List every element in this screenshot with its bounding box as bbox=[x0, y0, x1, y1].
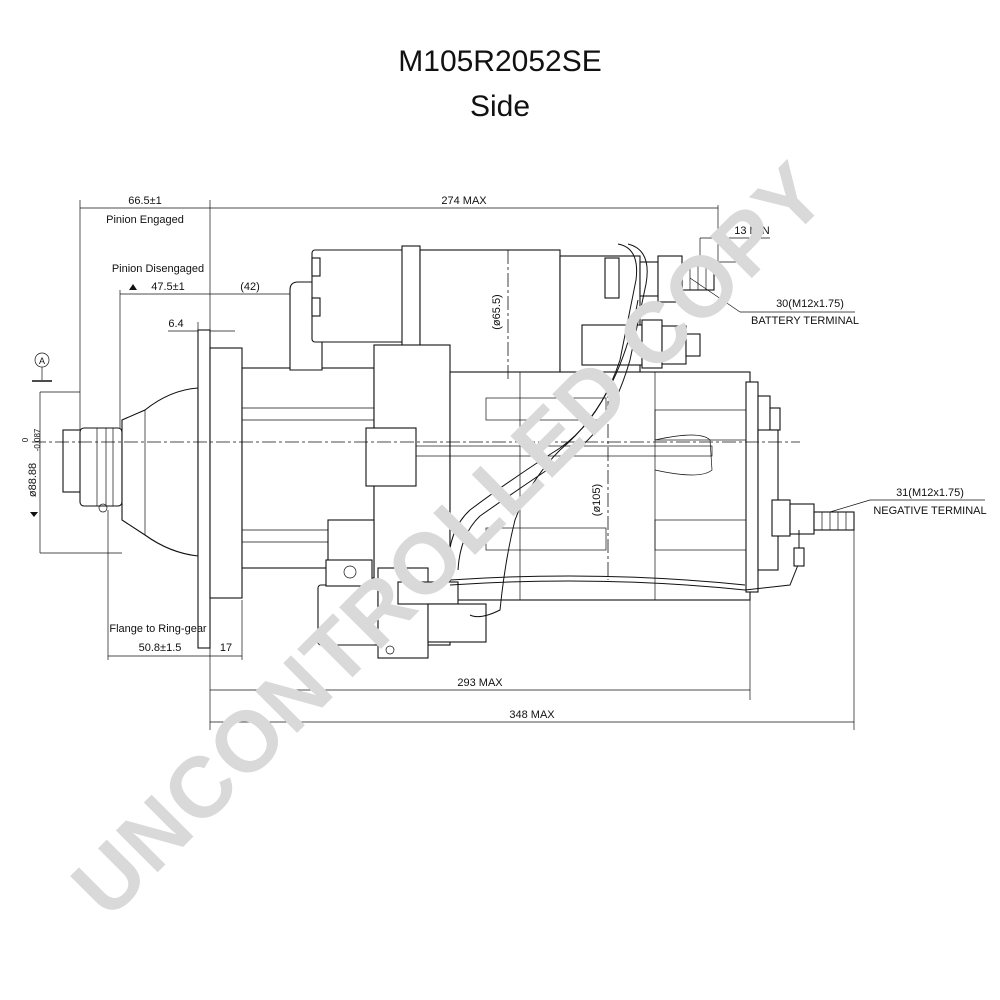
drawing-title: M105R2052SE bbox=[398, 45, 602, 78]
dim-pinion-engaged: 66.5±1 bbox=[128, 195, 162, 207]
negative-terminal-stud bbox=[813, 511, 855, 531]
dimension-annotations: 66.5±1 Pinion Engaged 274 MAX 13 MIN 30(… bbox=[21, 195, 987, 730]
dim-pilot-diameter: ø88.88 bbox=[27, 463, 39, 497]
flange-hub bbox=[209, 347, 243, 599]
dim-13-min: 13 MIN bbox=[734, 225, 770, 237]
dim-dia-105: (ø105) bbox=[591, 484, 603, 516]
dim-dia-65-5: (ø65.5) bbox=[491, 294, 503, 329]
drawing-subtitle: Side bbox=[469, 90, 531, 123]
dim-42: (42) bbox=[240, 281, 260, 293]
dim-17: 17 bbox=[220, 642, 232, 654]
starter-motor-outline bbox=[32, 243, 855, 659]
dim-348-max: 348 MAX bbox=[509, 709, 555, 721]
battery-thread: 30(M12x1.75) bbox=[776, 298, 844, 310]
pinion-gear bbox=[79, 427, 123, 507]
end-cap bbox=[745, 381, 759, 593]
dim-6-4: 6.4 bbox=[168, 318, 183, 330]
nose-housing bbox=[121, 387, 199, 557]
mounting-flange bbox=[197, 329, 211, 649]
dim-293-max: 293 MAX bbox=[457, 677, 503, 689]
dim-274-max: 274 MAX bbox=[441, 195, 487, 207]
dim-pilot-tol-lower: -0.087 bbox=[33, 428, 42, 451]
dim-pinion-disengaged: 47.5±1 bbox=[151, 281, 185, 293]
label-pinion-disengaged: Pinion Disengaged bbox=[112, 263, 204, 275]
dim-flange: 50.8±1.5 bbox=[139, 642, 182, 654]
label-pinion-engaged: Pinion Engaged bbox=[106, 214, 184, 226]
datum-a: A bbox=[39, 356, 45, 366]
pinion-tip bbox=[62, 429, 82, 493]
solenoid-cap bbox=[311, 249, 405, 343]
label-flange-to-ring-gear: Flange to Ring-gear bbox=[109, 623, 207, 635]
negative-terminal-label: NEGATIVE TERMINAL bbox=[873, 505, 986, 517]
dim-pilot-tol-upper: 0 bbox=[21, 437, 30, 442]
battery-terminal-label: BATTERY TERMINAL bbox=[751, 315, 859, 327]
negative-thread: 31(M12x1.75) bbox=[896, 487, 964, 499]
